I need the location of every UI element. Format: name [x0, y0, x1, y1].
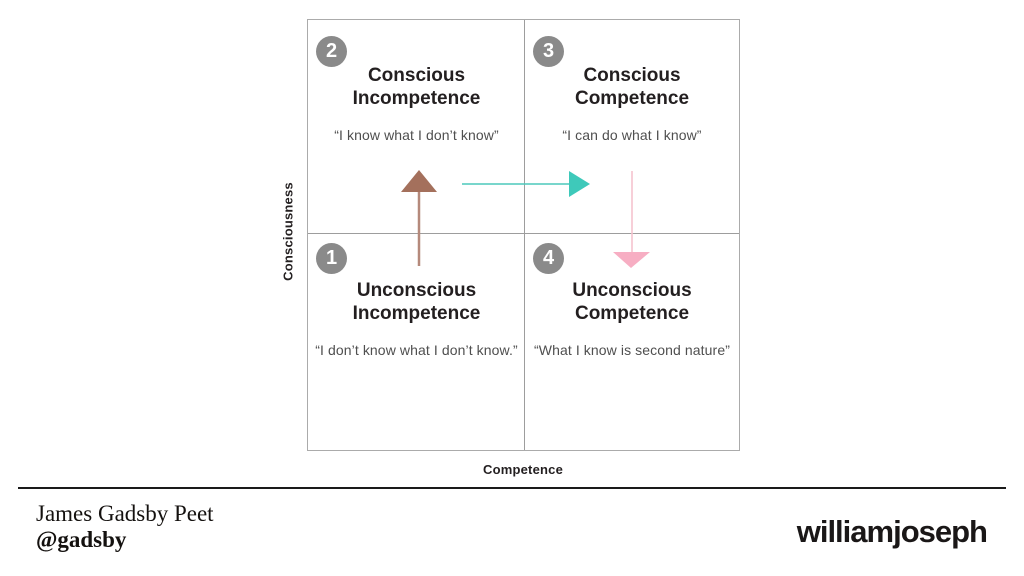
quadrant-quote: “I don’t know what I don’t know.”	[315, 342, 518, 359]
quadrant-quote: “I can do what I know”	[562, 127, 702, 144]
author-name: James Gadsby Peet	[36, 501, 214, 526]
quadrant-conscious-incompetence: 2 Conscious Incompetence “I know what I …	[308, 20, 525, 233]
y-axis-label: Consciousness	[280, 182, 296, 281]
matrix-vertical-divider	[524, 20, 525, 450]
stage-number-badge: 1	[316, 243, 347, 274]
quadrant-title: Unconscious Competence	[572, 280, 692, 325]
williamjoseph-logo: williamjoseph	[796, 514, 988, 549]
matrix-horizontal-divider	[308, 233, 739, 234]
stage-number-badge: 4	[533, 243, 564, 274]
quadrant-unconscious-incompetence: 1 Unconscious Incompetence “I don’t know…	[308, 233, 525, 449]
footer-divider	[18, 487, 1006, 489]
quadrant-title: Conscious Competence	[574, 65, 690, 110]
author-handle: @gadsby	[36, 527, 127, 552]
quadrant-title: Unconscious Incompetence	[352, 280, 481, 325]
stage-number-badge: 3	[533, 36, 564, 67]
competence-matrix: 2 Conscious Incompetence “I know what I …	[307, 19, 740, 451]
quadrant-quote: “I know what I don’t know”	[334, 127, 499, 144]
quadrant-unconscious-competence: 4 Unconscious Competence “What I know is…	[525, 233, 739, 449]
author-credit: James Gadsby Peet @gadsby	[36, 501, 214, 553]
quadrant-quote: “What I know is second nature”	[534, 342, 730, 359]
x-axis-label: Competence	[482, 462, 564, 477]
stage-number-badge: 2	[316, 36, 347, 67]
quadrant-conscious-competence: 3 Conscious Competence “I can do what I …	[525, 20, 739, 233]
quadrant-title: Conscious Incompetence	[352, 65, 481, 110]
